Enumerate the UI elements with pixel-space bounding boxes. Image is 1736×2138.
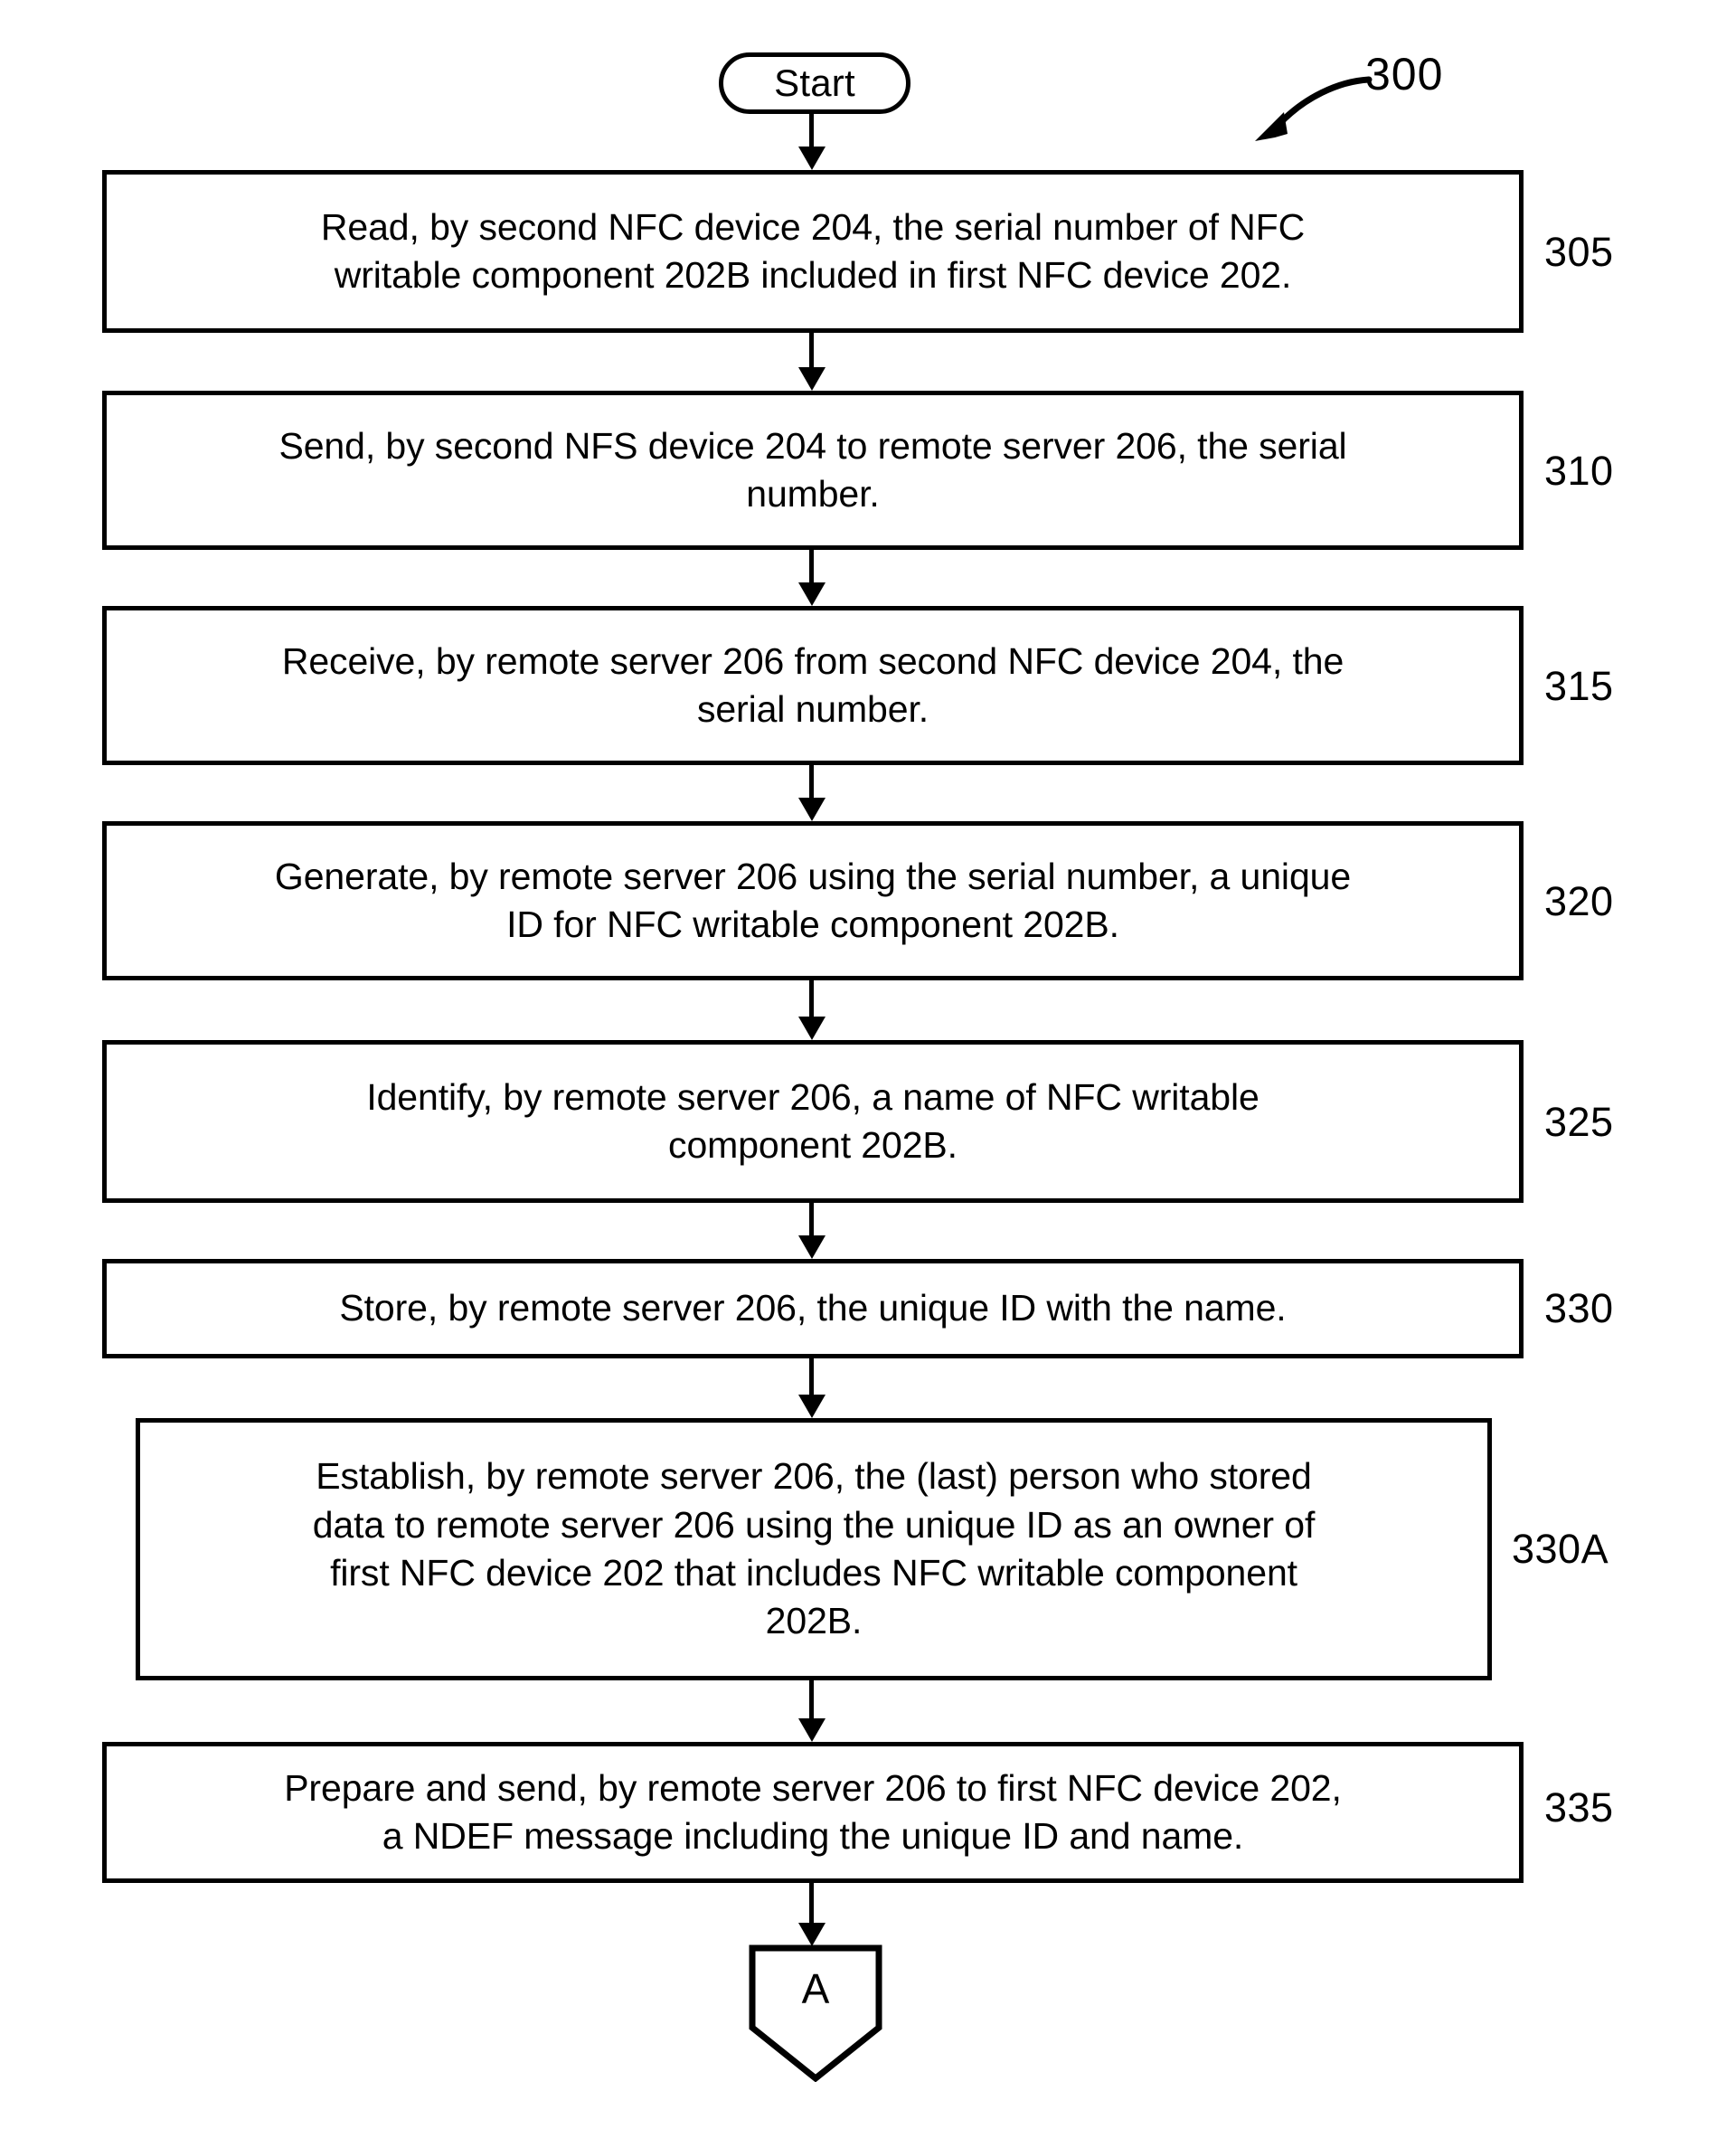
process-box-315: Receive, by remote server 206 from secon… xyxy=(102,606,1524,765)
figure-leader-arrow-icon xyxy=(1248,71,1374,145)
offpage-connector-A-label: A xyxy=(801,1965,830,2012)
step-number-330: 330 xyxy=(1544,1285,1614,1331)
connector-330-to-330A xyxy=(798,1358,826,1418)
connector-335-to-offpage-A xyxy=(798,1883,826,1946)
process-box-325-text: Identify, by remote server 206, a name o… xyxy=(366,1075,1260,1166)
process-box-330-text: Store, by remote server 206, the unique … xyxy=(339,1287,1287,1329)
figure-number: 300 xyxy=(1365,49,1444,99)
start-terminator: Start xyxy=(719,52,910,114)
connector-320-to-325 xyxy=(798,980,826,1040)
offpage-connector-A: A xyxy=(749,1944,882,2082)
process-box-315-text: Receive, by remote server 206 from secon… xyxy=(281,639,1344,730)
process-box-330: Store, by remote server 206, the unique … xyxy=(102,1259,1524,1358)
step-number-330A: 330A xyxy=(1512,1526,1609,1572)
step-number-305: 305 xyxy=(1544,229,1614,275)
connector-325-to-330 xyxy=(798,1203,826,1259)
connector-330A-to-335 xyxy=(798,1680,826,1742)
process-box-305-text: Read, by second NFC device 204, the seri… xyxy=(320,205,1306,296)
process-box-335: Prepare and send, by remote server 206 t… xyxy=(102,1742,1524,1883)
connector-start-to-305 xyxy=(798,114,826,170)
step-number-335: 335 xyxy=(1544,1784,1614,1831)
process-box-320: Generate, by remote server 206 using the… xyxy=(102,821,1524,980)
start-label: Start xyxy=(774,61,855,104)
process-box-305: Read, by second NFC device 204, the seri… xyxy=(102,170,1524,333)
connector-310-to-315 xyxy=(798,550,826,606)
step-number-320: 320 xyxy=(1544,878,1614,924)
connector-305-to-310 xyxy=(798,333,826,391)
process-box-320-text: Generate, by remote server 206 using the… xyxy=(274,855,1352,945)
process-box-330A-text: Establish, by remote server 206, the (la… xyxy=(312,1455,1316,1642)
process-box-310-text: Send, by second NFS device 204 to remote… xyxy=(278,424,1347,515)
step-number-315: 315 xyxy=(1544,663,1614,709)
step-number-325: 325 xyxy=(1544,1099,1614,1145)
process-box-325: Identify, by remote server 206, a name o… xyxy=(102,1040,1524,1203)
process-box-330A: Establish, by remote server 206, the (la… xyxy=(136,1418,1492,1680)
process-box-310: Send, by second NFS device 204 to remote… xyxy=(102,391,1524,550)
step-number-310: 310 xyxy=(1544,448,1614,494)
process-box-335-text: Prepare and send, by remote server 206 t… xyxy=(284,1766,1342,1857)
connector-315-to-320 xyxy=(798,765,826,821)
